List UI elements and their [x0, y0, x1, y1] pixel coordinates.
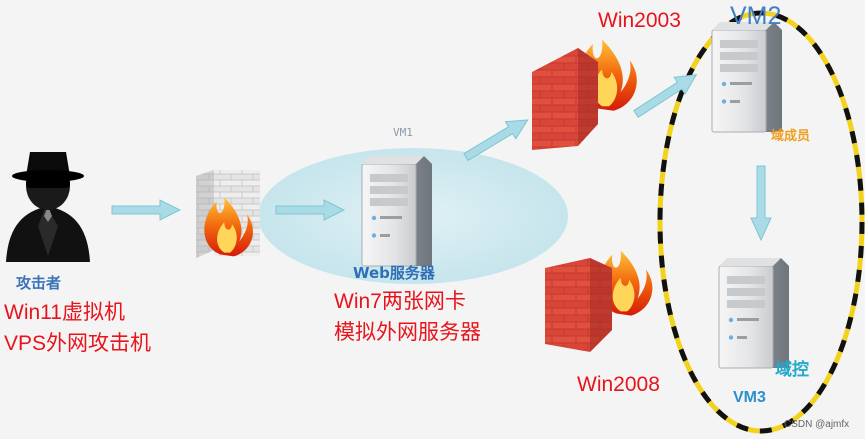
server-icon: [361, 155, 433, 267]
win2003-label: Win2003: [598, 9, 681, 32]
arrow-attacker-to-firewall: [111, 199, 182, 221]
domain-member-label: 域成员: [771, 129, 811, 144]
vm2-tag: VM2: [730, 2, 782, 30]
attacker-desc-line2: VPS外网攻击机: [4, 332, 152, 355]
domain-boundary-ellipse: [657, 10, 865, 434]
arrow-vm2-to-vm3: [750, 165, 772, 242]
arrow-win2003-to-vm2: [633, 74, 698, 119]
web-server-role-label: Web服务器: [353, 264, 435, 282]
firewall-icon: [545, 250, 653, 352]
arrow-webserver-to-win2003: [463, 119, 529, 162]
vm3-tag: VM3: [733, 389, 766, 406]
arrow-firewall-to-webserver: [275, 199, 346, 221]
server-icon: [711, 21, 783, 133]
attacker-desc-line1: Win11虚拟机: [4, 301, 125, 324]
hacker-icon: [6, 152, 90, 262]
web-server-desc-line1: Win7两张网卡: [334, 290, 466, 313]
vm1-tag: VM1: [393, 126, 413, 139]
firewall-icon: [532, 39, 637, 150]
win2008-label: Win2008: [577, 373, 660, 396]
firewall-icon: [196, 170, 260, 258]
domain-controller-label: 域控: [775, 360, 809, 380]
server-icon: [718, 257, 790, 369]
web-server-desc-line2: 模拟外网服务器: [334, 321, 481, 344]
watermark: CSDN @ajmfx: [784, 419, 850, 430]
attacker-role-label: 攻击者: [16, 274, 62, 292]
